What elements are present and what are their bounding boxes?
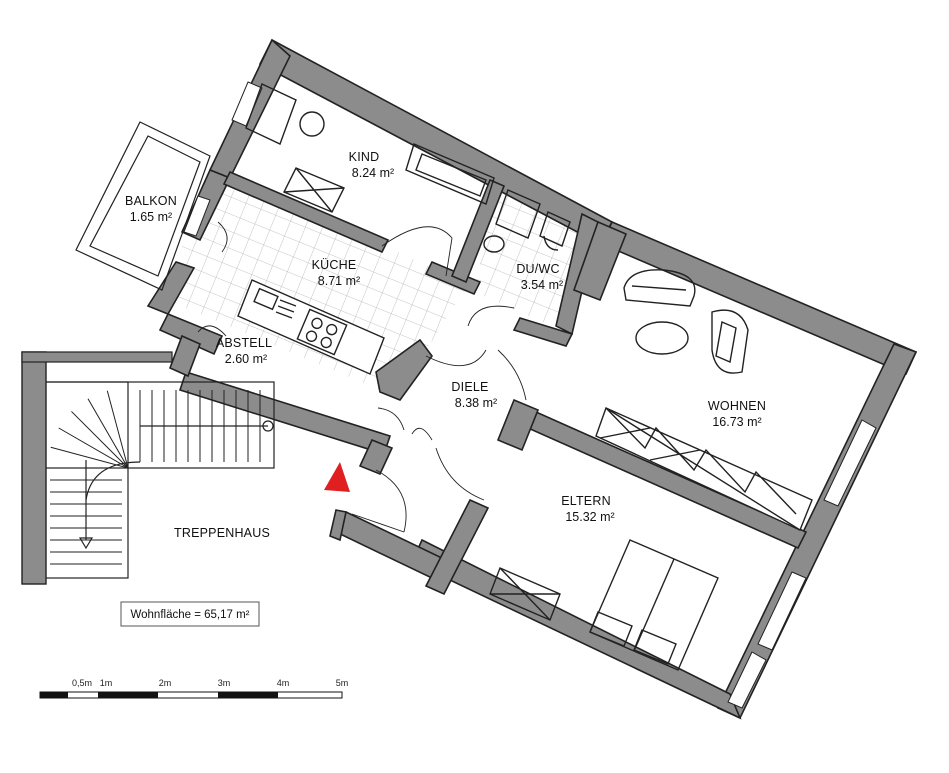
entrance-marker-icon (324, 462, 350, 492)
label-duwc-area: 3.54 m² (521, 278, 563, 292)
staircase (21, 351, 275, 585)
scale-bar: 0,5m 1m 2m 3m 4m 5m (39, 678, 349, 699)
kind-furniture (245, 83, 495, 213)
label-kind-name: KIND (349, 150, 380, 164)
windows (183, 81, 877, 709)
scale-tick-1m: 1m (100, 678, 113, 688)
label-wohnen-name: WOHNEN (708, 399, 766, 413)
kitchen-floor-tiles (160, 175, 470, 395)
label-diele-area: 8.38 m² (455, 396, 497, 410)
total-area-box: Wohnfläche = 65,17 m² (120, 601, 260, 627)
stair-winder (106, 390, 129, 469)
label-treppenhaus-name: TREPPENHAUS (174, 526, 270, 540)
kueche-furniture (237, 279, 385, 375)
label-wohnen-area: 16.73 m² (712, 415, 761, 429)
label-diele-name: DIELE (451, 380, 488, 394)
duwc-furniture (483, 189, 571, 253)
label-kueche-name: KÜCHE (312, 258, 357, 272)
label-eltern-name: ELTERN (561, 494, 611, 508)
stair-walkline (85, 461, 141, 501)
outer-walls (146, 38, 918, 720)
inner-walls (168, 170, 808, 596)
label-kind-area: 8.24 m² (352, 166, 394, 180)
label-eltern-area: 15.32 m² (565, 510, 614, 524)
scale-tick-5m: 5m (336, 678, 349, 688)
label-abstell-area: 2.60 m² (225, 352, 267, 366)
eltern-furniture (489, 539, 719, 671)
doors (197, 221, 527, 533)
label-balkon-area: 1.65 m² (130, 210, 172, 224)
label-duwc-name: DU/WC (516, 262, 559, 276)
label-balkon-name: BALKON (125, 194, 177, 208)
stair-winder (50, 446, 129, 469)
stair-winder (71, 411, 129, 469)
balcony (75, 121, 211, 291)
room-labels: KIND 8.24 m² BALKON 1.65 m² KÜCHE 8.71 m… (125, 150, 766, 540)
scale-tick-3m: 3m (218, 678, 231, 688)
label-kueche-area: 8.71 m² (318, 274, 360, 288)
stair-winder (58, 427, 129, 469)
total-area-label: Wohnfläche = 65,17 m² (130, 609, 249, 621)
bathroom-floor-tiles (475, 185, 580, 330)
scale-tick-4m: 4m (277, 678, 290, 688)
scale-tick-2m: 2m (159, 678, 172, 688)
scale-tick-0-5m: 0,5m (72, 678, 92, 688)
label-abstell-name: ABSTELL (216, 336, 272, 350)
stair-winder (87, 398, 129, 469)
wohnen-furniture (595, 269, 813, 531)
